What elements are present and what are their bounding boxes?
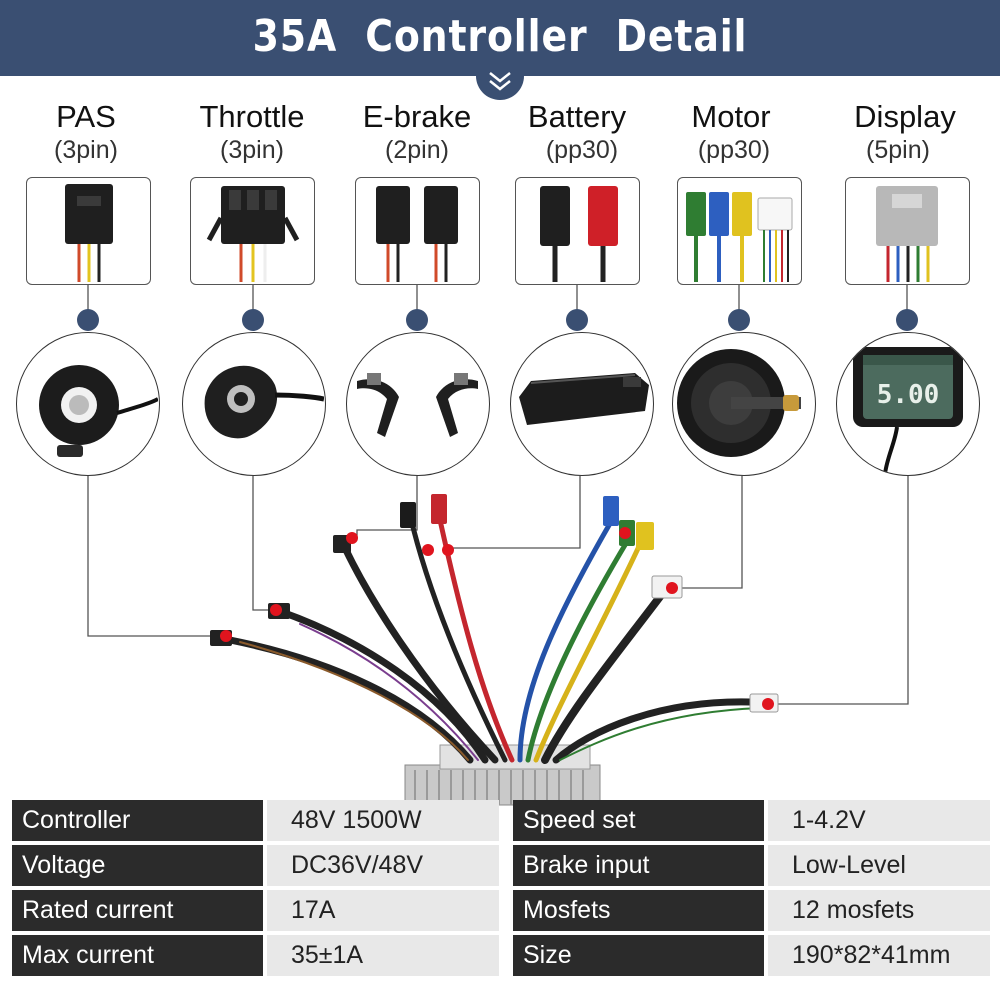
leader-lines: [87, 285, 909, 705]
controller-wires: [226, 512, 761, 764]
port-pin-throttle: (3pin): [220, 136, 284, 164]
battery-connector-photo: [515, 177, 640, 285]
port-name-battery: Battery: [527, 99, 627, 134]
spec-label: Max current: [12, 935, 263, 976]
spec-label: Speed set: [513, 800, 764, 841]
pas-sensor-icon: [16, 332, 160, 476]
spec-label: Controller: [12, 800, 263, 841]
page-title: 35A Controller Detail: [252, 11, 748, 62]
pas-connector-photo: [26, 177, 151, 285]
spec-label: Voltage: [12, 845, 263, 886]
port-name-pas: PAS: [56, 99, 116, 134]
spec-value: Low-Level: [768, 845, 990, 886]
thumb-throttle-icon: [182, 332, 326, 476]
display-connector-photo: [845, 177, 970, 285]
spec-label: Rated current: [12, 890, 263, 931]
spec-table: Controller 48V 1500W Speed set 1-4.2V Vo…: [12, 800, 990, 980]
pas-node-dot: [77, 309, 99, 331]
ebrake-connector-photo: [355, 177, 480, 285]
table-row: Max current 35±1A Size 190*82*41mm: [12, 935, 990, 976]
throttle-connector-photo: [190, 177, 315, 285]
port-name-motor: Motor: [691, 99, 771, 134]
spec-value: 48V 1500W: [267, 800, 499, 841]
throttle-node-dot: [242, 309, 264, 331]
port-pin-ebrake: (2pin): [385, 136, 449, 164]
connection-markers: [220, 527, 774, 710]
lcd-readout: 5.00: [877, 380, 940, 410]
port-pin-display: (5pin): [866, 136, 930, 164]
spec-value: 12 mosfets: [768, 890, 990, 931]
spec-value: 190*82*41mm: [768, 935, 990, 976]
spec-value: 35±1A: [267, 935, 499, 976]
lcd-display-icon: 5.00: [836, 332, 980, 476]
ebrake-node-dot: [406, 309, 428, 331]
brake-lever-icon: [346, 332, 490, 476]
battery-pack-icon: [510, 332, 654, 476]
port-name-ebrake: E-brake: [362, 99, 472, 134]
spec-value: 1-4.2V: [768, 800, 990, 841]
port-pin-motor: (pp30): [697, 136, 771, 164]
port-name-throttle: Throttle: [199, 99, 305, 134]
port-pin-pas: (3pin): [54, 136, 118, 164]
motor-connector-photo: [677, 177, 802, 285]
spec-label: Size: [513, 935, 764, 976]
table-row: Controller 48V 1500W Speed set 1-4.2V: [12, 800, 990, 841]
port-name-display: Display: [854, 99, 956, 134]
chevron-down-icon: [489, 72, 511, 91]
hub-motor-icon: [672, 332, 816, 476]
battery-node-dot: [566, 309, 588, 331]
display-node-dot: [896, 309, 918, 331]
spec-value: DC36V/48V: [267, 845, 499, 886]
port-pin-battery: (pp30): [545, 136, 619, 164]
motor-node-dot: [728, 309, 750, 331]
spec-label: Brake input: [513, 845, 764, 886]
table-row: Voltage DC36V/48V Brake input Low-Level: [12, 845, 990, 886]
table-row: Rated current 17A Mosfets 12 mosfets: [12, 890, 990, 931]
spec-label: Mosfets: [513, 890, 764, 931]
spec-value: 17A: [267, 890, 499, 931]
bundle-plugs: [210, 494, 779, 713]
